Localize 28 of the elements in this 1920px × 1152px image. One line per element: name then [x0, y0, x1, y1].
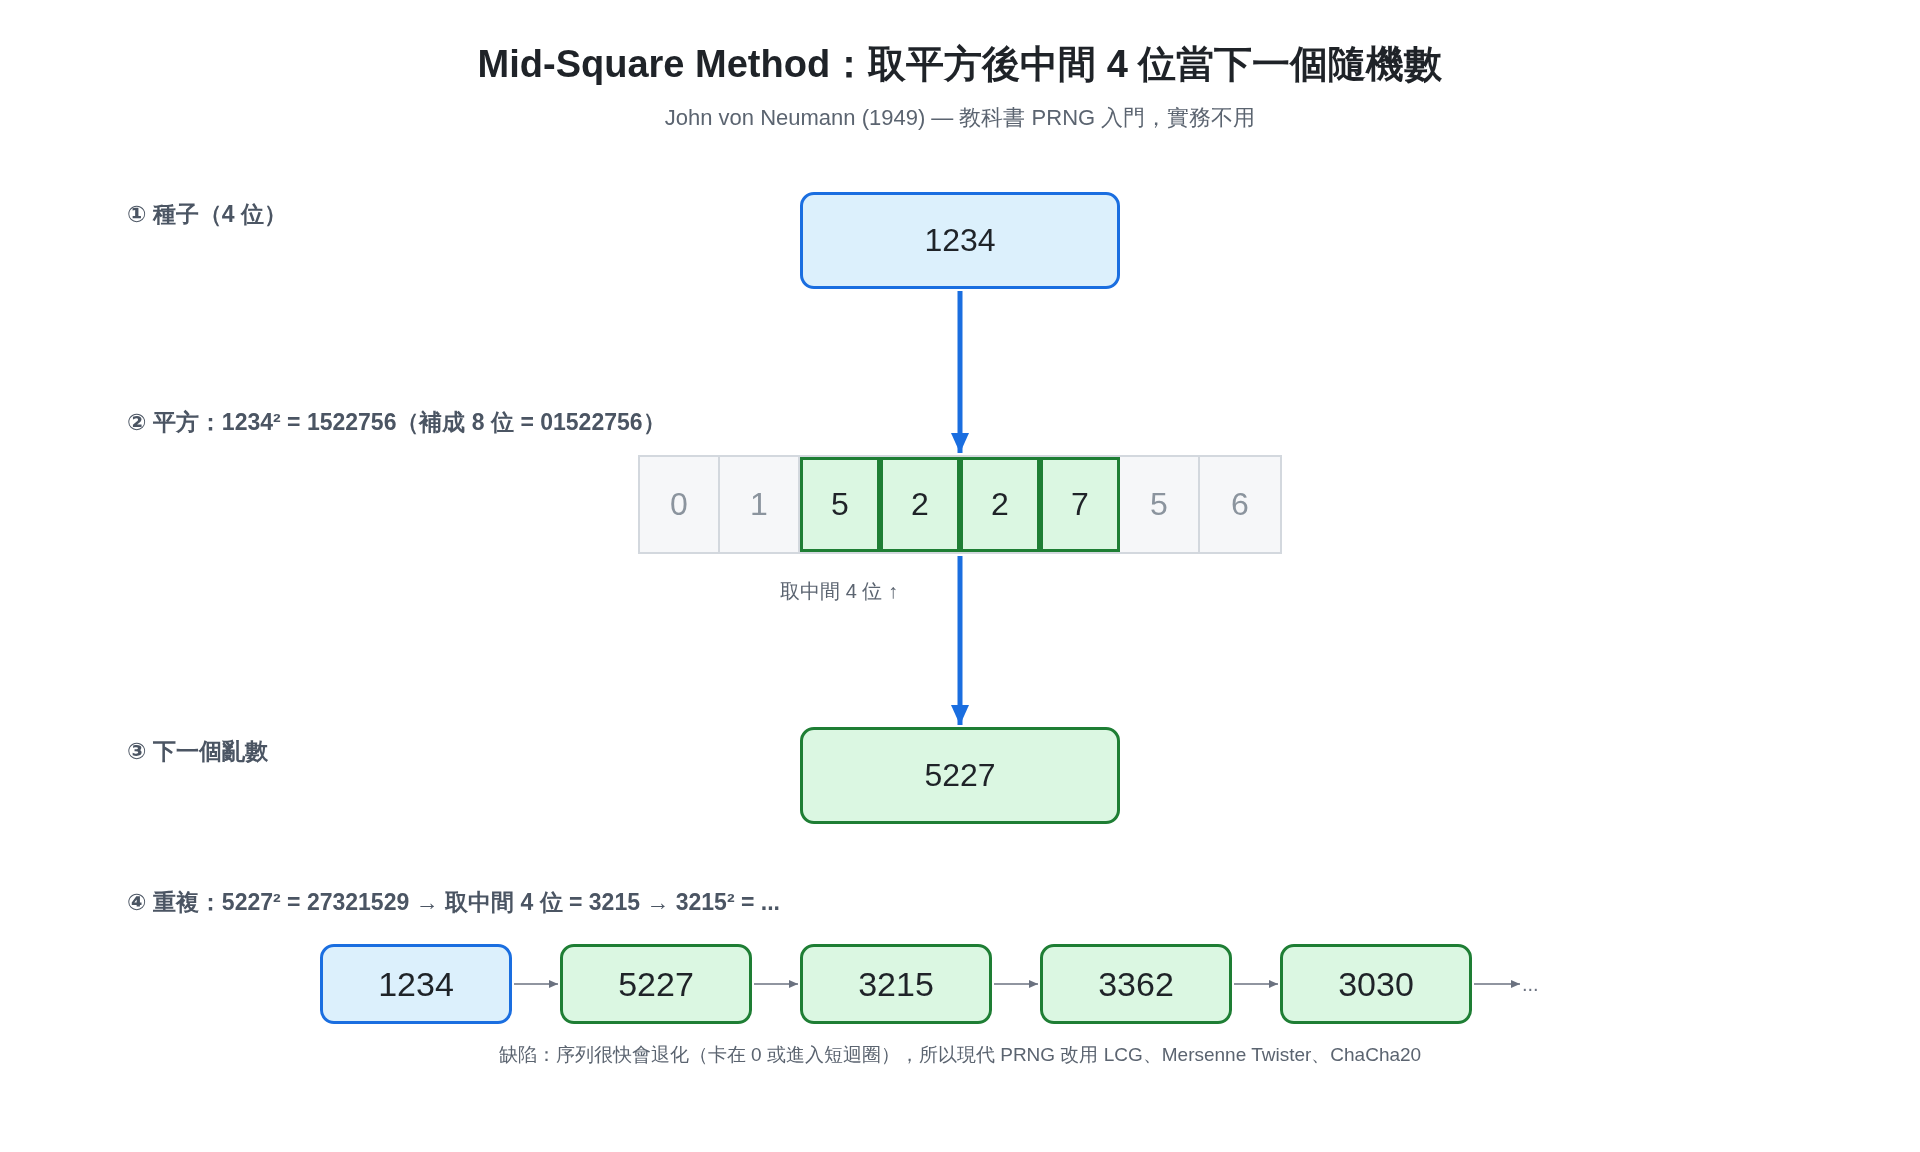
ellipsis-text: ...: [1522, 970, 1539, 998]
arrow: [753, 980, 799, 988]
value-box: 1234: [800, 192, 1120, 289]
arrow: [1473, 980, 1521, 988]
digit-cell: 7: [1040, 457, 1120, 552]
step-label: ① 種子（4 位）: [127, 200, 288, 229]
step-label: ③ 下一個亂數: [127, 737, 268, 766]
step-label: ④ 重複：5227² = 27321529 → 取中間 4 位 = 3215 → 3215² = ...: [127, 888, 780, 917]
note-text: 缺陷：序列很快會退化（卡在 0 或進入短迴圈），所以現代 PRNG 改用 LCG、Mersenne Twister、ChaCha20: [498, 1043, 1422, 1067]
arrow: [993, 980, 1039, 988]
sequence-box: 1234: [320, 944, 512, 1024]
title: Mid-Square Method：取平方後中間 4 位當下一個隨機數: [477, 42, 1443, 87]
subtitle: John von Neumann (1949) — 教科書 PRNG 入門，實務不用: [664, 104, 1256, 132]
digit-cell: 2: [960, 457, 1040, 552]
sequence-box: 5227: [560, 944, 752, 1024]
arrow: [1233, 980, 1279, 988]
value-box: 5227: [800, 727, 1120, 824]
arrow: [513, 980, 559, 988]
sequence-box: 3362: [1040, 944, 1232, 1024]
digit-cell: 2: [880, 457, 960, 552]
annotation-text: 取中間 4 位 ↑: [780, 579, 898, 604]
digit-strip: [638, 455, 1282, 554]
arrow: [951, 291, 969, 453]
digit-cell: 5: [800, 457, 880, 552]
sequence-box: 3030: [1280, 944, 1472, 1024]
step-label: ② 平方：1234² = 1522756（補成 8 位 = 01522756）: [127, 408, 666, 437]
sequence-box: 3215: [800, 944, 992, 1024]
arrow: [951, 556, 969, 725]
